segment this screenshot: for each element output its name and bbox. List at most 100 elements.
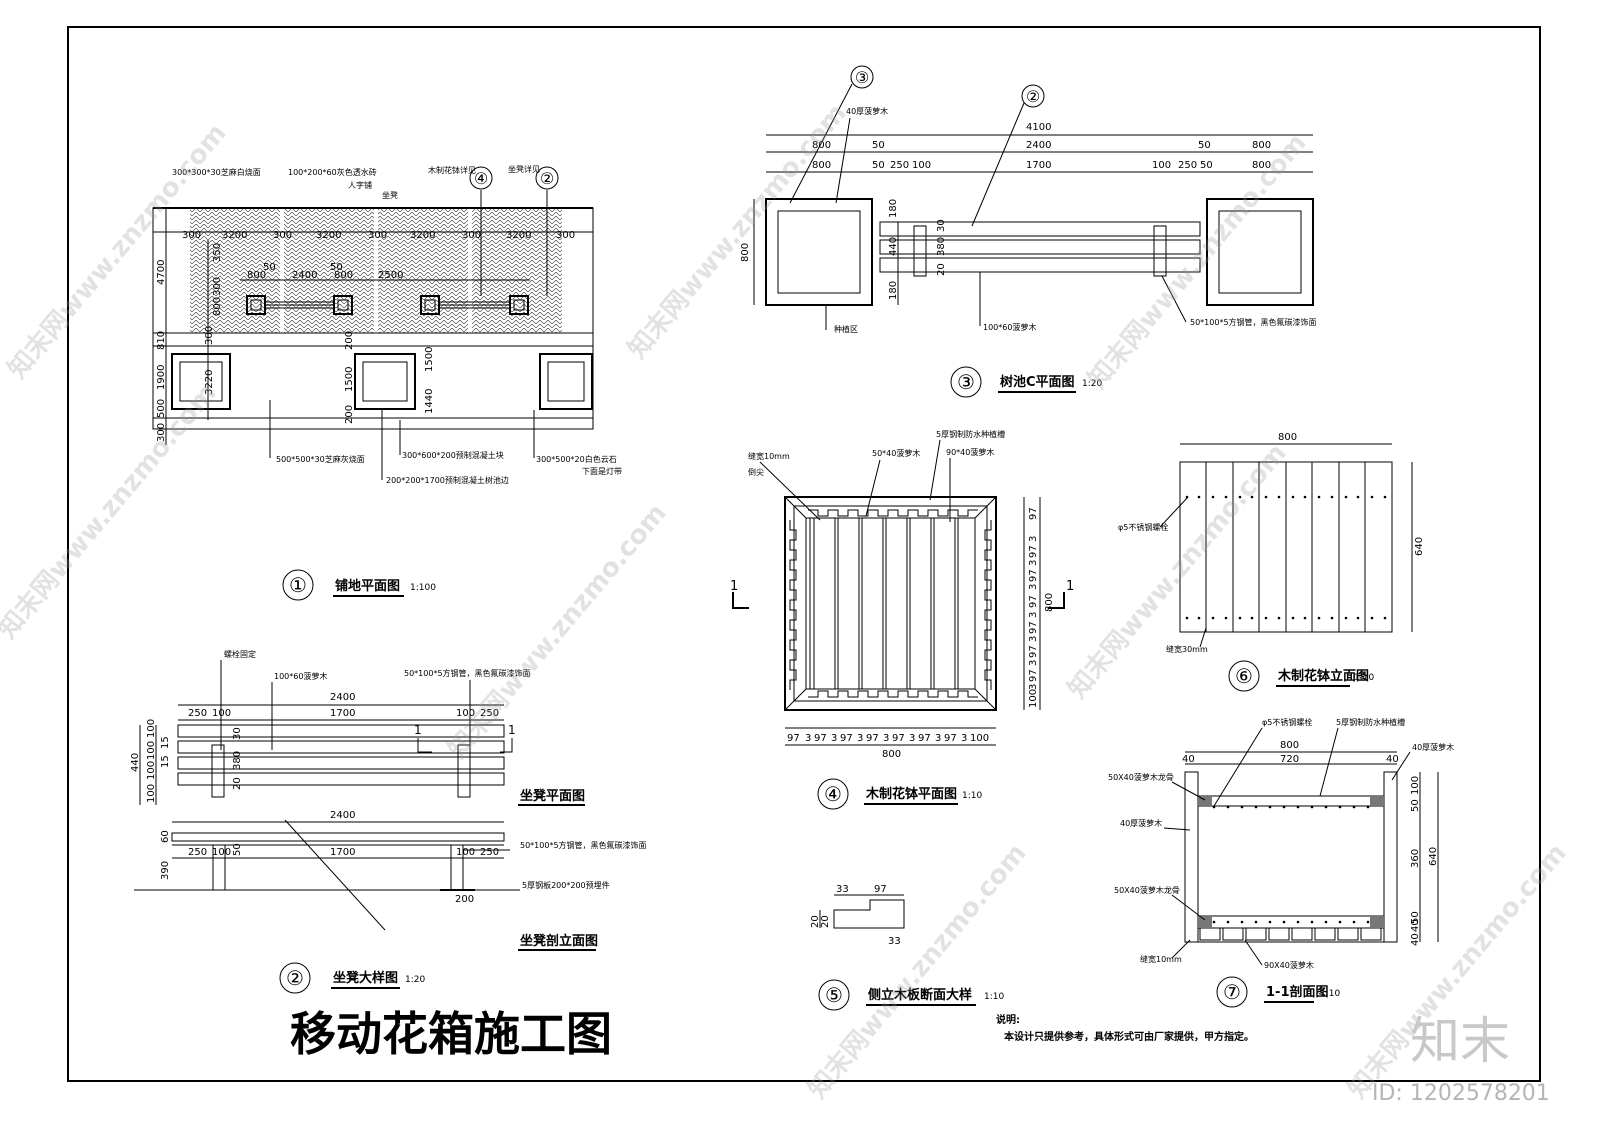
v2-sec-dim-250b: 250 xyxy=(480,847,499,858)
v2-label-wood: 100*60菠萝木 xyxy=(274,671,327,681)
v1-label-bench-ref: 坐凳详见 xyxy=(508,164,540,174)
v4-dim-b-12: 97 xyxy=(944,733,957,744)
v1-label-white-marble: 300*500*20白色云石 xyxy=(536,454,617,464)
v4-dim-b-14: 100 xyxy=(970,733,989,744)
notes-text: 本设计只提供参考，具体形式可由厂家提供，甲方指定。 xyxy=(1004,1030,1254,1043)
v2-scale: 1:20 xyxy=(405,975,425,985)
v2-plan-dim-100a: 100 xyxy=(146,719,157,738)
v3-dim-left-180: 180 xyxy=(888,199,899,218)
v1-dim-top-3: 3200 xyxy=(316,230,341,241)
v4-dim-b-7: 3 xyxy=(883,733,889,744)
v1-scale: 1:100 xyxy=(410,583,436,593)
v7-scale: 1:10 xyxy=(1320,989,1340,999)
v4-dim-r-3: 3 xyxy=(1028,660,1039,666)
v1-label-precast-edge: 200*200*1700预制混凝土树池边 xyxy=(386,475,509,485)
v1-dim-left-300c: 300 xyxy=(212,277,223,296)
v2-sec-dim-100: 100 xyxy=(212,847,231,858)
v7-dim-720: 720 xyxy=(1280,754,1299,765)
v3-dim-r2-50: 50 xyxy=(872,160,885,171)
v1-dim-left-810: 810 xyxy=(156,331,167,350)
v7-label-40-wood-r: 40厚菠萝木 xyxy=(1412,742,1454,752)
v2-label-steel-1: 50*100*5方钢管，黑色氟碳漆饰面 xyxy=(404,668,531,678)
v1-label-grey-brick: 100*200*60灰色透水砖 xyxy=(288,167,377,177)
v6-label-gap: 缝宽30mm xyxy=(1166,644,1208,654)
v7-dim-r-40a: 40 xyxy=(1410,919,1421,932)
v2-plan-dim-100c: 100 xyxy=(146,741,157,760)
v1-label-precast-block: 300*600*200预制混凝土块 xyxy=(402,450,504,460)
v1-number: ① xyxy=(289,573,307,597)
v3-dim-r2-800: 800 xyxy=(812,160,831,171)
v3-dim-bench-380: 380 xyxy=(936,237,947,256)
v3-dim-r1-50b: 50 xyxy=(1198,140,1211,151)
v4-dim-r-7: 3 xyxy=(1028,612,1039,618)
watermark-id: ID: 1202578201 xyxy=(1372,1081,1550,1106)
view-7-section-1-1: 800 40 720 40 100 50 360 50 40 40 640 φ5… xyxy=(1108,717,1454,1008)
watermark-site-5: 知末网www.znzmo.com xyxy=(442,498,672,764)
v4-dim-b-9: 3 xyxy=(909,733,915,744)
v4-label-steel-tank: 5厚钢制防水种植槽 xyxy=(936,429,1005,439)
v7-label-steel-tank: 5厚钢制防水种植槽 xyxy=(1336,717,1405,727)
v1-dim-left-4700: 4700 xyxy=(156,260,167,285)
v2-plan-dim-440: 440 xyxy=(130,753,141,772)
v4-dim-b-0: 97 xyxy=(787,733,800,744)
v4-dim-b-3: 3 xyxy=(831,733,837,744)
v2-sec-dim-100b: 100 xyxy=(456,847,475,858)
v4-dim-r-13: 3 xyxy=(1028,536,1039,542)
v4-dim-b-6: 97 xyxy=(866,733,879,744)
v7-dim-r-360: 360 xyxy=(1410,849,1421,868)
v3-dim-r2-1700: 1700 xyxy=(1026,160,1051,171)
v3-dim-left-800: 800 xyxy=(740,243,751,262)
view-2-bench-detail: 螺栓固定 100*60菠萝木 50*100*5方钢管，黑色氟碳漆饰面 50*10… xyxy=(130,649,647,994)
v7-number: ⑦ xyxy=(1223,980,1241,1004)
v1-label-herringbone: 人字铺 xyxy=(348,180,372,190)
v1-dim-inner-0: 800 xyxy=(247,270,266,281)
v7-label-gap: 缝宽10mm xyxy=(1140,954,1182,964)
notes-heading: 说明: xyxy=(996,1013,1020,1026)
v4-dim-b-8: 97 xyxy=(892,733,905,744)
v1-label-planter-ref: 木制花钵详见 xyxy=(428,165,476,175)
v7-dim-r-50: 50 xyxy=(1410,799,1421,812)
v2-plan-dim-20: 20 xyxy=(232,777,243,790)
v4-dim-r-12: 97 xyxy=(1028,545,1039,558)
v1-dim-inner-1: 2400 xyxy=(292,270,317,281)
v5-scale: 1:10 xyxy=(984,992,1004,1002)
v2-plan-dim-1700: 1700 xyxy=(330,708,355,719)
v3-label-40-wood: 40厚菠萝木 xyxy=(846,106,888,116)
v2-sec-dim-50: 50 xyxy=(232,843,243,856)
v1-dim-top-0: 300 xyxy=(182,230,201,241)
v2-plan-dim-100d: 100 xyxy=(146,761,157,780)
v2-plan-dim-100: 100 xyxy=(212,708,231,719)
v4-dim-r-11: 3 xyxy=(1028,560,1039,566)
v2-sec-dim-60: 60 xyxy=(160,830,171,843)
v4-dim-b-5: 3 xyxy=(857,733,863,744)
v2-sec-dim-1700: 1700 xyxy=(330,847,355,858)
v3-callout-2: ② xyxy=(1026,87,1040,106)
v3-dim-4100: 4100 xyxy=(1026,122,1051,133)
v4-number: ④ xyxy=(824,782,842,806)
v4-dim-b-10: 97 xyxy=(918,733,931,744)
v2-plan-dim-100b: 100 xyxy=(456,708,475,719)
v4-dim-r-6: 97 xyxy=(1028,621,1039,634)
v2-sec-dim-250: 250 xyxy=(188,847,207,858)
v7-dim-800: 800 xyxy=(1280,740,1299,751)
v2-plan-dim-380: 380 xyxy=(232,751,243,770)
v1-dim-left-3220: 3220 xyxy=(204,370,215,395)
v3-dim-r1-2400: 2400 xyxy=(1026,140,1051,151)
v1-dim-mid-200b: 200 xyxy=(344,405,355,424)
v2-plan-dim-250b: 250 xyxy=(480,708,499,719)
v1-dim-mid-1440: 1440 xyxy=(424,389,435,414)
v4-title: 木制花钵平面图 xyxy=(865,786,957,802)
v3-callout-3: ③ xyxy=(855,68,869,87)
v3-dim-r2-250b: 250 xyxy=(1178,160,1197,171)
v7-label-90x40: 90X40菠萝木 xyxy=(1264,960,1314,970)
v4-dim-b-1: 3 xyxy=(805,733,811,744)
v6-scale: 1:10 xyxy=(1354,673,1374,683)
v3-dim-r1-800: 800 xyxy=(812,140,831,151)
v2-sec-dim-2400: 2400 xyxy=(330,810,355,821)
v7-dim-40a: 40 xyxy=(1182,754,1195,765)
v2-plan-dim-15a: 15 xyxy=(160,736,171,749)
v2-number: ② xyxy=(286,966,304,990)
v7-title: 1-1剖面图 xyxy=(1266,984,1329,1000)
v3-title: 树池C平面图 xyxy=(1000,374,1075,390)
watermark-site-3: 知末网www.znzmo.com xyxy=(1082,128,1312,394)
